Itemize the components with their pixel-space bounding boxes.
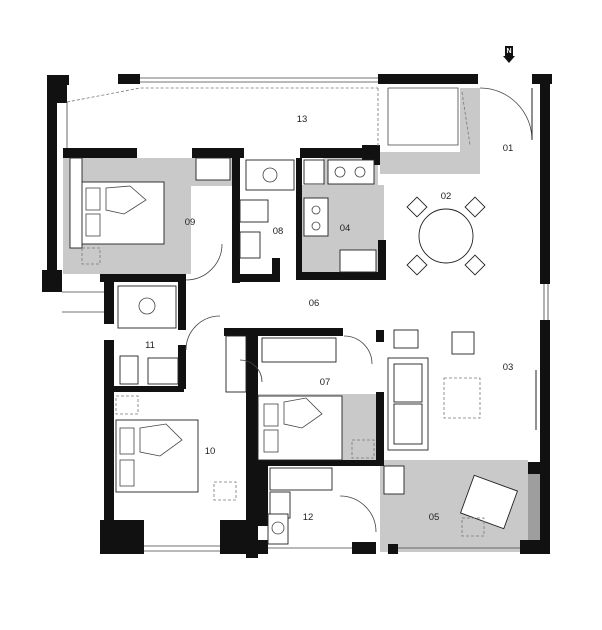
room-label-05: 05: [429, 512, 440, 523]
room-label-02: 02: [441, 191, 452, 202]
room-label-01: 01: [503, 143, 514, 154]
dining-table: [406, 196, 486, 276]
room-label-07: 07: [320, 377, 331, 388]
kitchen-counter: [303, 159, 377, 273]
bedroom-09-furniture: [69, 157, 231, 265]
room-label-08: 08: [273, 226, 284, 237]
bedroom-07-furniture: [257, 337, 375, 461]
room-label-12: 12: [303, 512, 314, 523]
room-label-10: 10: [205, 446, 216, 457]
doors: [185, 243, 377, 533]
windows: [62, 77, 549, 552]
bathroom-11: [117, 285, 179, 385]
room-label-09: 09: [185, 217, 196, 228]
bathroom-08: [239, 159, 295, 259]
room-label-13: 13: [297, 114, 308, 125]
walls: [42, 74, 552, 558]
entry-door: [479, 87, 533, 141]
north-label: N: [506, 48, 511, 55]
room-label-06: 06: [309, 298, 320, 309]
room-label-04: 04: [340, 223, 351, 234]
terrace-furniture: [383, 465, 540, 540]
room-label-03: 03: [503, 362, 514, 373]
north-arrow-icon: [503, 46, 515, 63]
laundry-12: [267, 467, 333, 545]
grey-floor-areas: [63, 88, 528, 552]
room-label-11: 11: [145, 340, 155, 351]
bedroom-10-furniture: [115, 335, 247, 501]
living-furniture: [387, 329, 537, 451]
balcony: [66, 87, 471, 148]
